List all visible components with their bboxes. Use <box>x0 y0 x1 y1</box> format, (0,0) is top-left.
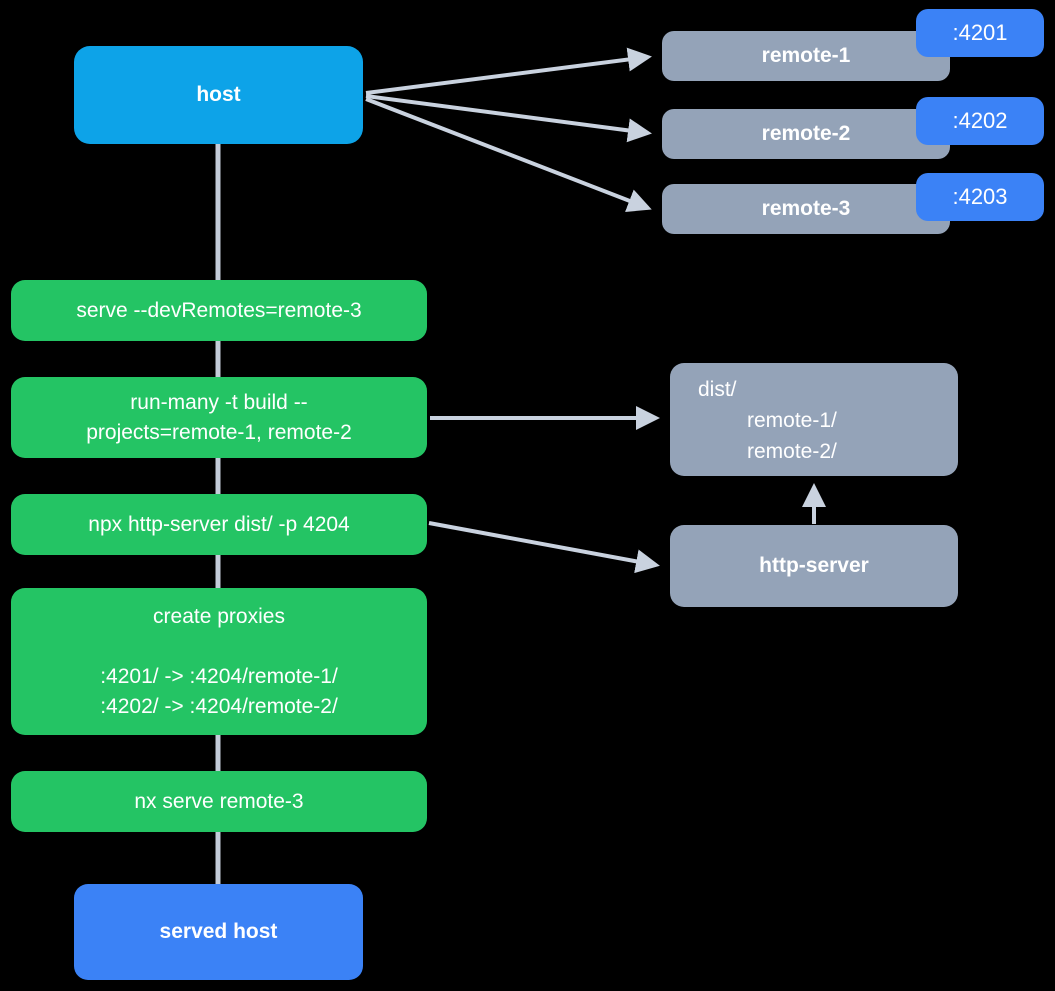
remote-1-label: remote-1 <box>761 44 851 67</box>
step-serve-dev-remotes-text: serve --devRemotes=remote-3 <box>76 298 362 322</box>
npx-to-http-server-arrow <box>428 521 660 574</box>
served-host-label: served host <box>159 920 278 943</box>
step-npx-http-server: npx http-server dist/ -p 4204 <box>11 494 427 555</box>
step-run-many-build: run-many -t build -- projects=remote-1, … <box>11 377 427 458</box>
step-nx-serve-remote-3-text: nx serve remote-3 <box>134 789 304 813</box>
port-4203-label: :4203 <box>952 184 1008 209</box>
step-npx-http-server-text: npx http-server dist/ -p 4204 <box>88 512 350 536</box>
host-label: host <box>196 83 241 106</box>
host-to-remote-2-arrow <box>365 94 652 143</box>
step-create-proxies: create proxies :4201/ -> :4204/remote-1/… <box>11 588 427 735</box>
step-create-proxies-map-2: :4202/ -> :4204/remote-2/ <box>100 694 338 718</box>
http-server-label: http-server <box>759 554 869 577</box>
remote-1-node: remote-1 <box>662 31 950 81</box>
step-run-many-build-line-2: projects=remote-1, remote-2 <box>86 420 352 444</box>
dist-remote-1-label: remote-1/ <box>747 409 837 432</box>
dist-folder-node: dist/ remote-1/ remote-2/ <box>670 363 958 476</box>
host-node: host <box>74 46 363 144</box>
host-to-remote-3-arrow <box>365 97 652 212</box>
step-nx-serve-remote-3: nx serve remote-3 <box>11 771 427 832</box>
remote-3-label: remote-3 <box>761 197 851 220</box>
step-create-proxies-map-1: :4201/ -> :4204/remote-1/ <box>100 664 338 688</box>
remote-2-label: remote-2 <box>761 122 851 145</box>
port-4202-label: :4202 <box>952 108 1008 133</box>
port-4201-label: :4201 <box>952 20 1008 45</box>
step-serve-dev-remotes: serve --devRemotes=remote-3 <box>11 280 427 341</box>
step-run-many-build-line-1: run-many -t build -- <box>130 390 308 414</box>
dist-root-label: dist/ <box>698 378 737 401</box>
port-badge-4203: :4203 <box>916 173 1044 221</box>
step-create-proxies-title: create proxies <box>153 604 285 628</box>
port-badge-4202: :4202 <box>916 97 1044 145</box>
port-badge-4201: :4201 <box>916 9 1044 57</box>
host-to-remote-1-arrow <box>365 47 652 95</box>
served-host-node: served host <box>74 884 363 980</box>
dist-remote-2-label: remote-2/ <box>747 440 837 463</box>
remote-3-node: remote-3 <box>662 184 950 234</box>
remote-2-node: remote-2 <box>662 109 950 159</box>
http-server-node: http-server <box>670 525 958 607</box>
